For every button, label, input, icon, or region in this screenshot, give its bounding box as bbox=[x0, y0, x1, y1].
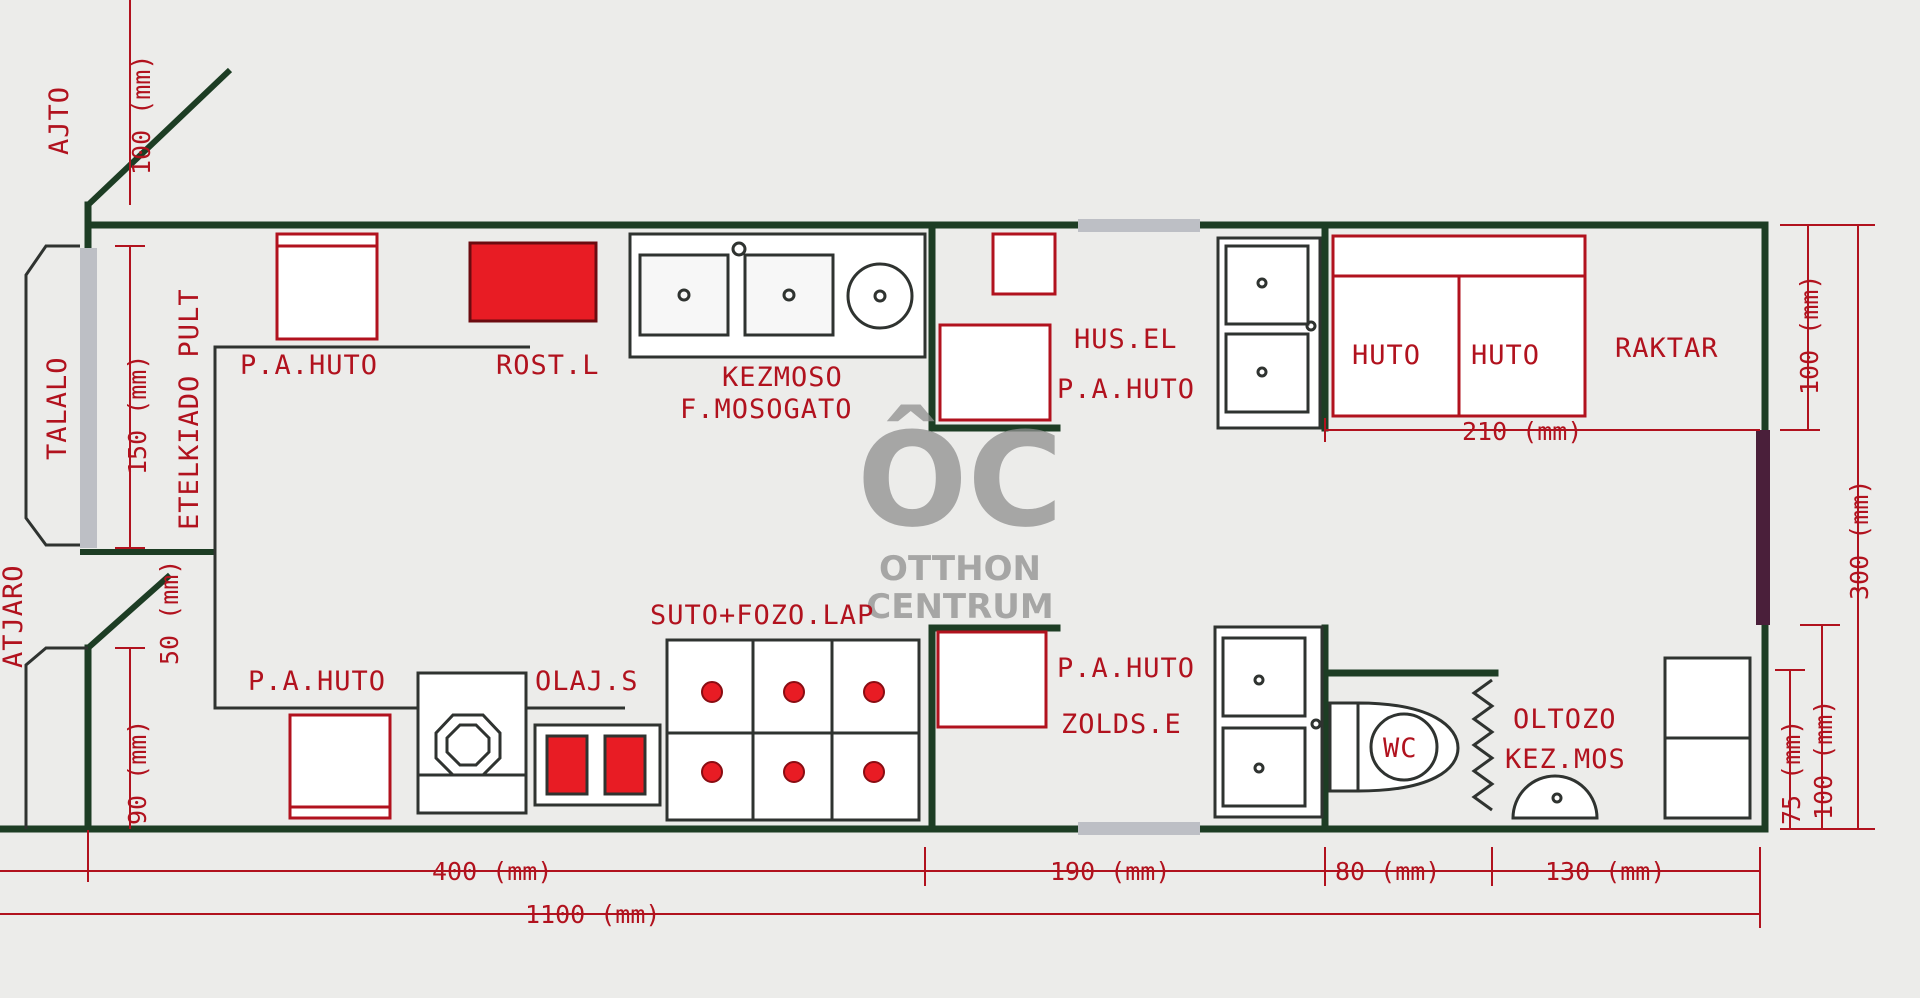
cabinet-top-middle bbox=[1216, 236, 1322, 430]
sink-unit bbox=[628, 232, 927, 359]
atjaro-outline bbox=[24, 646, 88, 829]
burner bbox=[783, 681, 805, 703]
label-kez-mos: KEZ.MOS bbox=[1505, 744, 1626, 775]
label-kezmoso: KEZMOSO bbox=[722, 362, 843, 393]
fixtures-top bbox=[275, 232, 1587, 430]
dimension-texts: 100 (mm) 150 (mm) 50 (mm) 90 (mm) 400 (m… bbox=[123, 55, 1874, 929]
fixtures-bottom bbox=[288, 625, 1752, 822]
watermark-otthon: OTTHON bbox=[879, 549, 1041, 589]
doors bbox=[80, 219, 1200, 835]
hand-wash-basin bbox=[1511, 774, 1599, 820]
watermark-logo: ÔC bbox=[857, 404, 1063, 556]
walls bbox=[0, 201, 1769, 833]
label-olaj-s: OLAJ.S bbox=[535, 666, 639, 697]
label-zolds-e: ZOLDS.E bbox=[1061, 709, 1182, 740]
door-counter-window bbox=[80, 248, 97, 548]
stove-unit bbox=[665, 638, 921, 822]
dim-190: 190 (mm) bbox=[1050, 857, 1170, 886]
dim-300: 300 (mm) bbox=[1845, 480, 1874, 600]
label-ajto: AJTO bbox=[44, 86, 75, 155]
label-atjaro: ATJARO bbox=[0, 564, 29, 668]
label-oltozo: OLTOZO bbox=[1513, 704, 1617, 735]
dim-150: 150 (mm) bbox=[123, 355, 152, 475]
dimension-lines bbox=[0, 0, 1875, 928]
label-suto-fozo-lap: SUTO+FOZO.LAP bbox=[650, 600, 874, 631]
burner bbox=[701, 681, 723, 703]
label-etelkiado-pult: ETELKIADO PULT bbox=[174, 288, 205, 530]
label-raktar: RAKTAR bbox=[1615, 333, 1719, 364]
label-talalo: TALALO bbox=[42, 356, 73, 460]
dim-80: 80 (mm) bbox=[1335, 857, 1440, 886]
labels: AJTO TALALO ETELKIADO PULT ATJARO P.A.HU… bbox=[0, 86, 1719, 775]
door-top bbox=[1078, 219, 1200, 232]
burner bbox=[701, 761, 723, 783]
cabinet-bottom-middle bbox=[1213, 625, 1324, 819]
meat-prep-fridge bbox=[938, 232, 1057, 422]
burner bbox=[863, 681, 885, 703]
fridge-bottom-left bbox=[288, 713, 392, 820]
wc-fixture bbox=[1328, 701, 1460, 793]
dim-100-door: 100 (mm) bbox=[127, 55, 156, 175]
grill-unit bbox=[468, 241, 598, 323]
label-pa-huto-mid-top: P.A.HUTO bbox=[1057, 374, 1195, 405]
fridge-bottom-middle bbox=[936, 630, 1048, 729]
counter-left bbox=[213, 345, 625, 710]
entrance-door-swing bbox=[80, 67, 233, 651]
dim-1100: 1100 (mm) bbox=[525, 900, 660, 929]
label-pa-huto-mid-bottom: P.A.HUTO bbox=[1057, 653, 1195, 684]
door-leaf bbox=[85, 67, 233, 208]
label-pa-huto-top: P.A.HUTO bbox=[240, 350, 378, 381]
dim-75: 75 (mm) bbox=[1777, 720, 1806, 825]
burner bbox=[783, 761, 805, 783]
dim-130: 130 (mm) bbox=[1545, 857, 1665, 886]
fridges-storage bbox=[1331, 234, 1587, 418]
locker bbox=[1663, 656, 1752, 820]
dim-100-right-top: 100 (mm) bbox=[1795, 275, 1824, 395]
fridge-top-left bbox=[275, 232, 379, 341]
label-rost-l: ROST.L bbox=[496, 350, 600, 381]
dim-50: 50 (mm) bbox=[155, 560, 184, 665]
dim-90: 90 (mm) bbox=[123, 720, 152, 825]
changing-room-curtain bbox=[1471, 678, 1495, 812]
label-wc: WC bbox=[1383, 733, 1418, 764]
passage-leaf bbox=[86, 572, 172, 651]
watermark-centrum: CENTRUM bbox=[866, 587, 1053, 627]
dim-400: 400 (mm) bbox=[432, 857, 552, 886]
fryer-unit bbox=[416, 671, 528, 815]
label-f-mosogato: F.MOSOGATO bbox=[680, 394, 853, 425]
label-huto-1: HUTO bbox=[1352, 340, 1421, 371]
talalo-outline bbox=[24, 244, 80, 547]
dim-210: 210 (mm) bbox=[1462, 417, 1582, 446]
burner bbox=[863, 761, 885, 783]
otthon-centrum-watermark: ÔC OTTHON CENTRUM bbox=[857, 404, 1063, 627]
label-huto-2: HUTO bbox=[1471, 340, 1540, 371]
label-pa-huto-bottom: P.A.HUTO bbox=[248, 666, 386, 697]
label-hus-el: HUS.EL bbox=[1074, 324, 1178, 355]
dim-100-right-bottom: 100 (mm) bbox=[1809, 700, 1838, 820]
door-bottom bbox=[1078, 822, 1200, 835]
oil-fryer bbox=[533, 723, 662, 807]
